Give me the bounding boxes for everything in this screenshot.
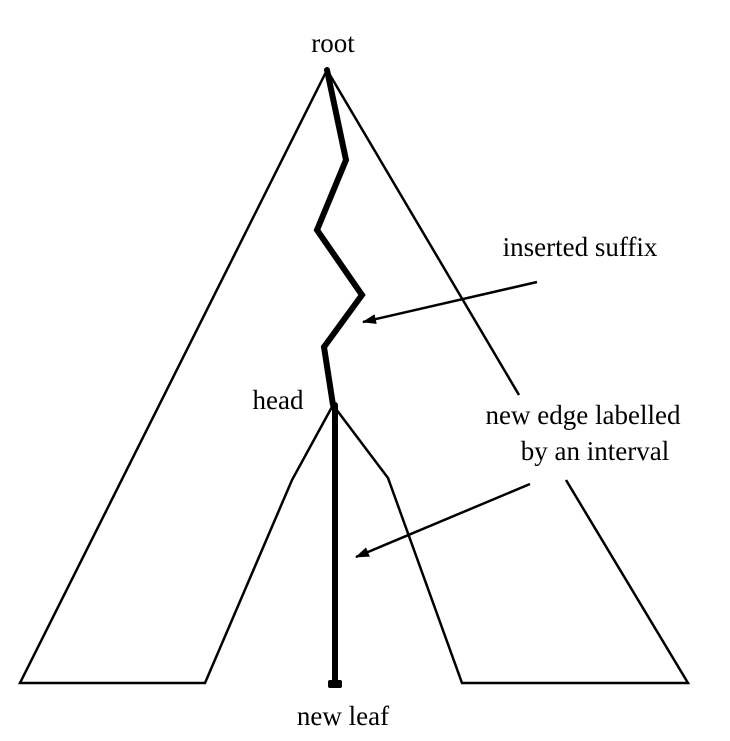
new-edge-label-line1: new edge labelled	[486, 400, 681, 430]
head-label: head	[253, 385, 304, 415]
inserted-suffix-label: inserted suffix	[503, 232, 658, 262]
new-leaf-node	[328, 680, 342, 688]
tree-outline-right-upper	[325, 69, 521, 396]
new-edge-label-line2: by an interval	[521, 436, 669, 466]
tree-outline-left	[17, 69, 335, 685]
new-edge-arrow	[355, 482, 531, 559]
root-label: root	[311, 28, 355, 58]
inserted-suffix-path	[313, 67, 366, 408]
inserted-suffix-arrow	[362, 280, 538, 324]
new-leaf-label: new leaf	[297, 701, 389, 731]
tree-outline-right-lower	[332, 404, 691, 685]
